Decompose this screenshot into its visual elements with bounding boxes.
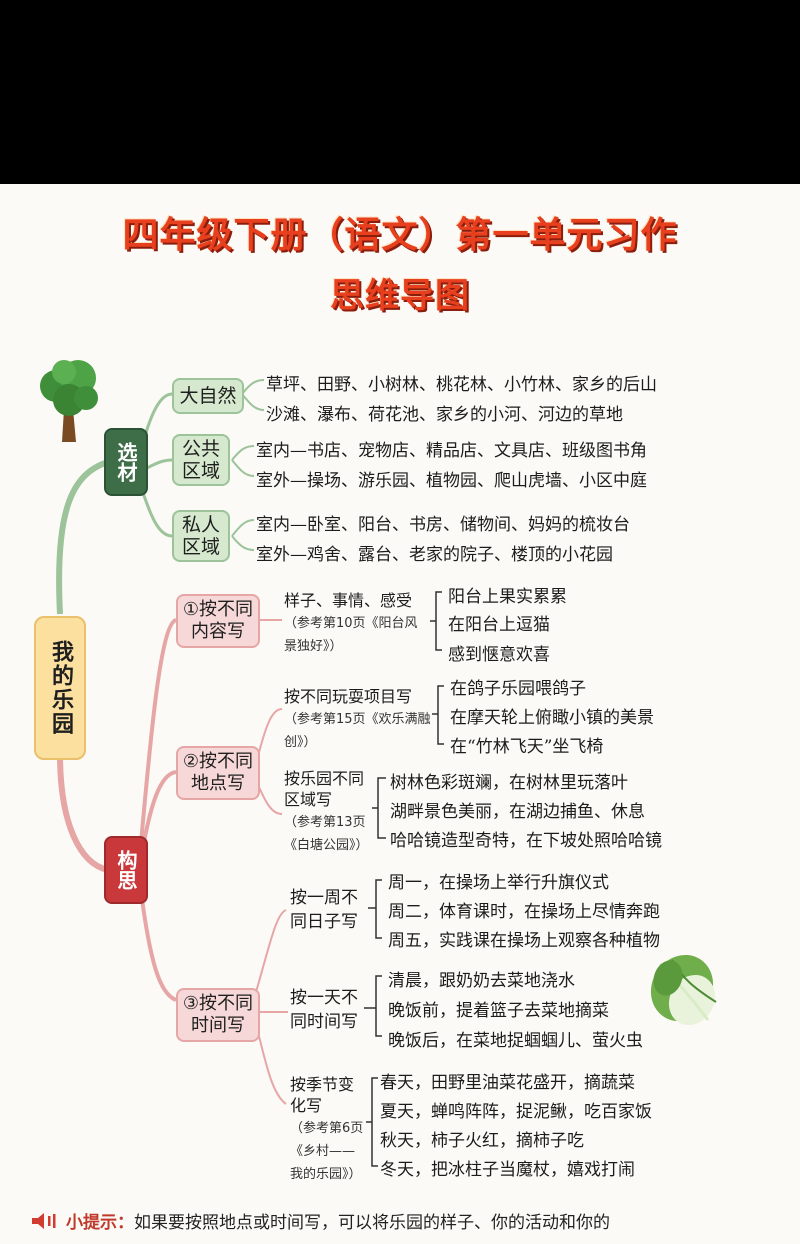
leaf-item: 在鸽子乐园喂鸽子 xyxy=(450,679,586,699)
leaf-item: 春天，田野里油菜花盛开，摘蔬菜 xyxy=(380,1073,635,1093)
sub-week: 按一周不同日子写 xyxy=(290,886,366,934)
sub-label: 按一周不同日子写 xyxy=(290,888,358,932)
leaf-item: 感到惬意欢喜 xyxy=(448,645,550,665)
cabbage-icon xyxy=(650,954,717,1026)
leaf-item: 晚饭后，在菜地捉蝈蝈儿、萤火虫 xyxy=(388,1031,643,1051)
leaf-item: 晚饭前，提着篮子去菜地摘菜 xyxy=(388,1001,609,1021)
nature-item: 沙滩、瀑布、荷花池、家乡的小河、河边的草地 xyxy=(266,405,623,425)
leaf-item: 在阳台上逗猫 xyxy=(448,615,550,635)
root-node: 我的乐园 xyxy=(34,616,86,760)
method-time: ③按不同时间写 xyxy=(176,988,260,1042)
sub-note: （参考第15页《欢乐满融创》） xyxy=(284,712,431,750)
sub-label: 按季节变化写 xyxy=(290,1075,355,1115)
page-title: 四年级下册（语文）第一单元习作 xyxy=(122,215,678,256)
leaf-item: 哈哈镜造型奇特，在下坡处照哈哈镜 xyxy=(390,831,662,851)
method-place: ②按不同地点写 xyxy=(176,746,260,800)
method-content: ①按不同内容写 xyxy=(176,594,260,648)
sub-content: 样子、事情、感受 （参考第10页《阳台风景独好》） xyxy=(284,590,424,657)
leaf-item: 湖畔景色美丽，在湖边捕鱼、休息 xyxy=(390,802,645,822)
sub-note: （参考第10页《阳台风景独好》） xyxy=(284,616,418,654)
sub-day: 按一天不同时间写 xyxy=(290,986,362,1034)
nature-item: 草坪、田野、小树林、桃花林、小竹林、家乡的后山 xyxy=(266,375,657,395)
sub-label: 按一天不同时间写 xyxy=(290,988,358,1032)
branch-xuancai: 选材 xyxy=(104,428,148,496)
sub-area: 按乐园不同区域写 （参考第13页《白塘公园》） xyxy=(284,768,372,856)
page-subtitle: 思维导图 xyxy=(330,276,470,316)
group-private: 私人区域 xyxy=(172,510,230,562)
branch-gousi: 构思 xyxy=(104,836,148,904)
sub-label: 样子、事情、感受 xyxy=(284,591,413,610)
leaf-item: 树林色彩斑斓，在树林里玩落叶 xyxy=(390,773,628,793)
leaf-item: 冬天，把冰柱子当魔杖，嬉戏打闹 xyxy=(380,1160,635,1180)
xuancai-to-public-line xyxy=(144,458,173,471)
group-nature: 大自然 xyxy=(172,378,244,414)
leaf-item: 周二，体育课时，在操场上尽情奔跑 xyxy=(388,902,660,922)
private-item: 室内—卧室、阳台、书房、储物间、妈妈的梳妆台 xyxy=(256,515,630,535)
speaker-icon xyxy=(30,1212,60,1235)
private-item: 室外—鸡舍、露台、老家的院子、楼顶的小花园 xyxy=(256,545,613,565)
root-to-gousi-line xyxy=(57,753,109,873)
sub-label: 按不同玩耍项目写 xyxy=(284,687,413,706)
mind-map-sheet: 四年级下册（语文）第一单元习作 思维导图 xyxy=(0,184,800,1244)
leaf-item: 周一，在操场上举行升旗仪式 xyxy=(388,873,609,893)
sub-note: （参考第13页《白塘公园》） xyxy=(284,815,369,853)
group-public: 公共区域 xyxy=(172,434,230,486)
gousi-to-method3-line xyxy=(138,883,177,1002)
leaf-item: 周五，实践课在操场上观察各种植物 xyxy=(388,931,660,951)
tip-bar: 小提示：如果要按照地点或时间写，可以将乐园的样子、你的活动和你的 xyxy=(30,1208,610,1235)
leaf-item: 阳台上果实累累 xyxy=(448,587,567,607)
leaf-item: 秋天，柿子火红，摘柿子吃 xyxy=(380,1131,584,1151)
sub-label: 按乐园不同区域写 xyxy=(284,769,365,809)
leaf-item: 在摩天轮上俯瞰小镇的美景 xyxy=(450,708,654,728)
sub-note: （参考第6页《乡村——我的乐园》） xyxy=(290,1121,364,1182)
public-item: 室内—书店、宠物店、精品店、文具店、班级图书角 xyxy=(256,441,647,461)
tip-text: 如果要按照地点或时间写，可以将乐园的样子、你的活动和你的 xyxy=(134,1213,610,1233)
leaf-item: 夏天，蝉鸣阵阵，捉泥鳅，吃百家饭 xyxy=(380,1102,652,1122)
sub-season: 按季节变化写 （参考第6页《乡村——我的乐园》） xyxy=(290,1074,366,1185)
leaf-item: 清晨，跟奶奶去菜地浇水 xyxy=(388,971,575,991)
tree-icon xyxy=(40,360,98,442)
public-item: 室外—操场、游乐园、植物园、爬山虎墙、小区中庭 xyxy=(256,471,647,491)
tip-label: 小提示： xyxy=(66,1213,134,1233)
sub-project: 按不同玩耍项目写 （参考第15页《欢乐满融创》） xyxy=(284,686,432,753)
root-to-xuancai-line xyxy=(56,459,109,615)
leaf-item: 在“竹林飞天”坐飞椅 xyxy=(450,737,604,757)
gousi-to-method1-line xyxy=(138,618,178,855)
